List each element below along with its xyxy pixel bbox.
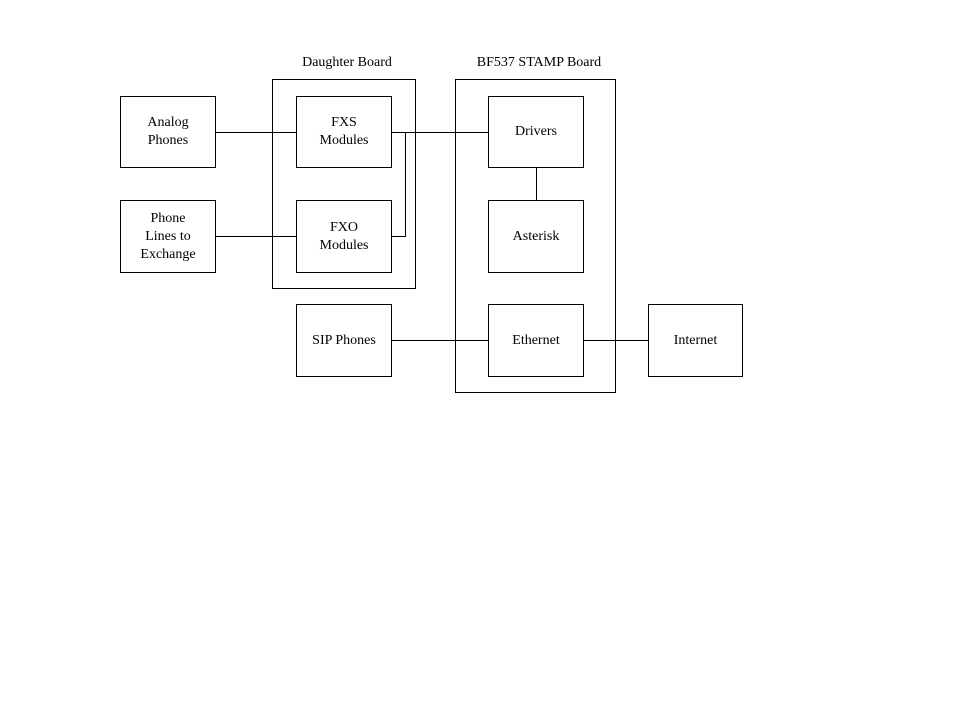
internet-node: Internet — [648, 304, 743, 377]
ethernet-node: Ethernet — [488, 304, 584, 377]
fxs-modules-node: FXS Modules — [296, 96, 392, 168]
stamp-board-box — [455, 79, 616, 393]
drivers-node: Drivers — [488, 96, 584, 168]
sip-phones-node: SIP Phones — [296, 304, 392, 377]
daughter-board-title: Daughter Board — [302, 55, 392, 70]
stamp-board-title: BF537 STAMP Board — [476, 55, 602, 70]
phone-lines-node: Phone Lines to Exchange — [120, 200, 216, 273]
asterisk-node: Asterisk — [488, 200, 584, 273]
daughter-board-box — [272, 79, 416, 289]
analog-phones-node: Analog Phones — [120, 96, 216, 168]
fxo-modules-node: FXO Modules — [296, 200, 392, 273]
